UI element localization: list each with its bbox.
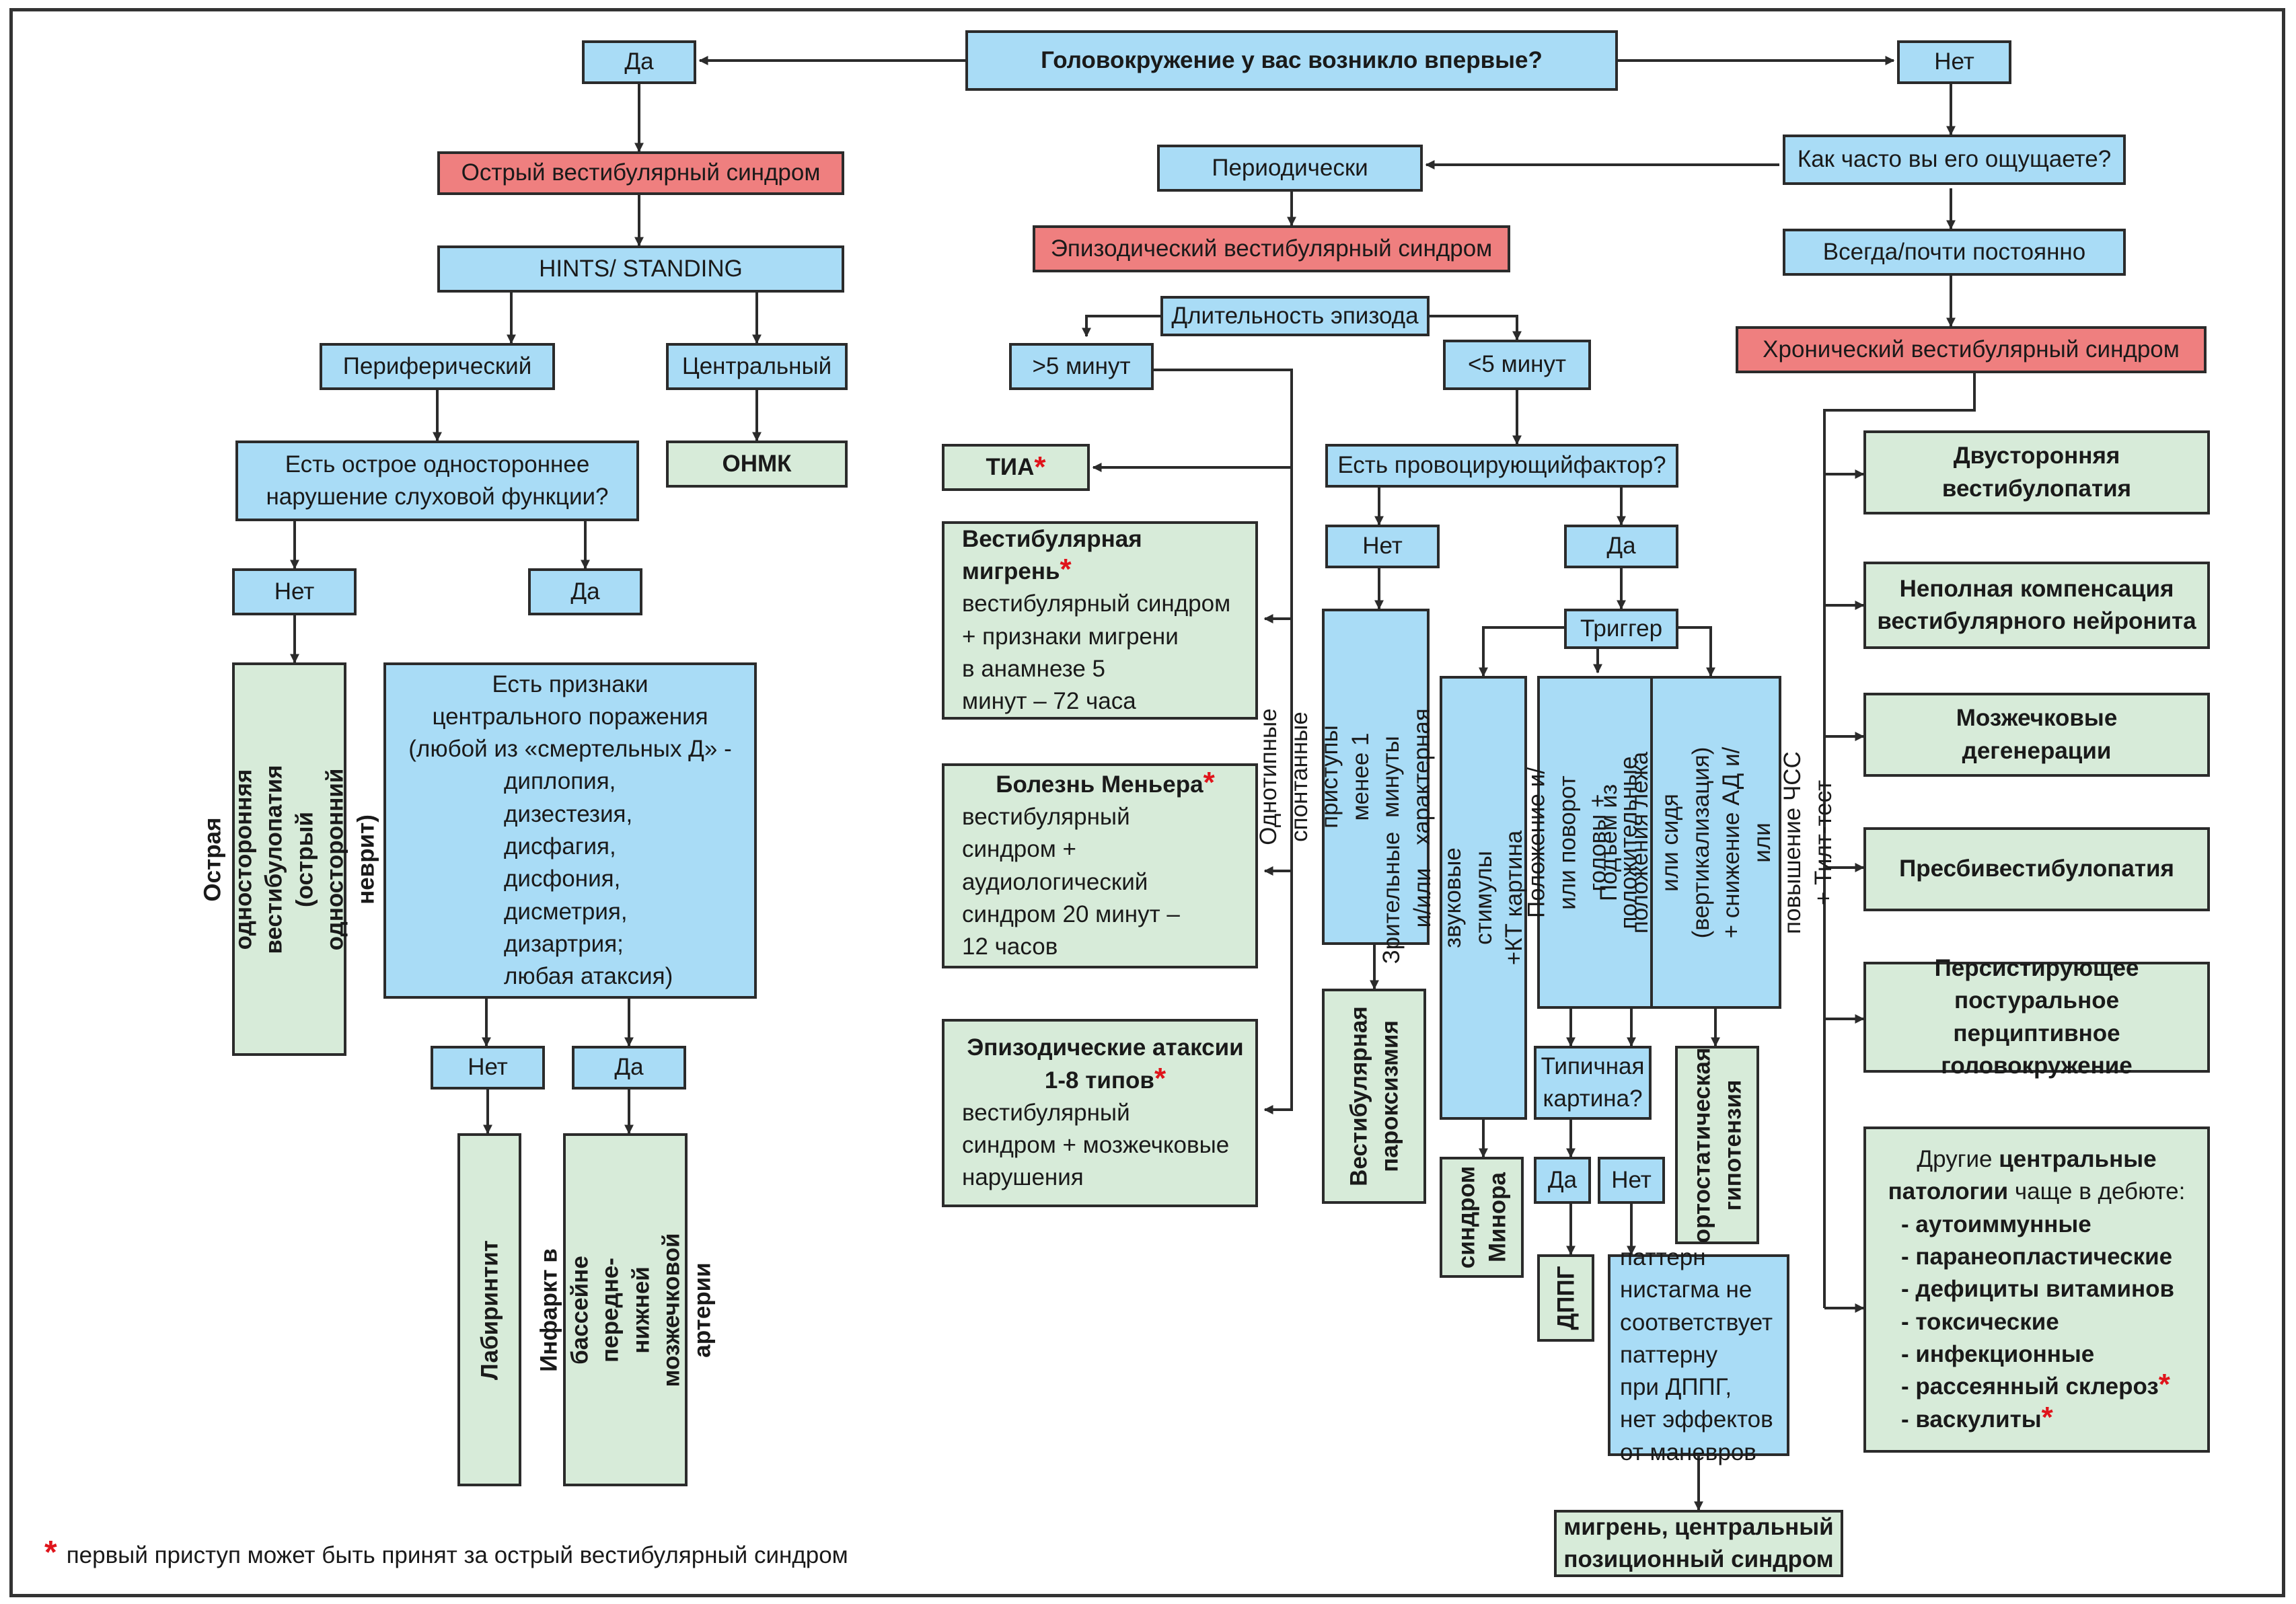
asterisk-icon: * — [44, 1535, 57, 1570]
migraine-central-positional-box: мигрень, центральный позиционный синдром — [1554, 1510, 1843, 1577]
position-change-box: Положение и/или поворот головы + положит… — [1523, 676, 1672, 1009]
hearing-question: Есть острое одностороннее нарушение слух… — [235, 441, 639, 521]
central-signs-list: диплопия, дизестезия, дисфагия, дисфония… — [504, 768, 673, 990]
yes-hearing: Да — [528, 568, 642, 615]
meniere-text: вестибулярный синдром + аудиологический … — [962, 803, 1180, 960]
episodic-syndrome-box: Эпизодический вестибулярный синдром — [1033, 225, 1510, 272]
list-item: - токсические — [1901, 1308, 2059, 1335]
central-signs-intro: Есть признаки центрального поражения (лю… — [408, 671, 732, 763]
first-time-question: Головокружение у вас возникло впервые? — [965, 30, 1618, 91]
trigger-box: Триггер — [1564, 609, 1678, 649]
meniere-title: Болезнь Меньера — [996, 771, 1203, 798]
always-box: Всегда/почти постоянно — [1783, 229, 2126, 276]
other-central-list: - аутоиммунные - паранеопластические - д… — [1874, 1209, 2226, 1436]
list-item: - аутоиммунные — [1901, 1211, 2091, 1237]
vestibular-migraine-box: Вестибулярная мигрень* вестибулярный син… — [942, 521, 1258, 720]
bppv-box: ДППГ — [1537, 1254, 1594, 1342]
labyrinthitis-box: Лабиринтит — [457, 1133, 521, 1486]
footnote: * первый приступ может быть принят за ост… — [44, 1537, 848, 1569]
asterisk-icon: * — [1060, 552, 1072, 586]
no-hearing: Нет — [232, 568, 357, 615]
rising-position-box: Подъем из положения лежа или сидя (верти… — [1596, 676, 1836, 1009]
no-provoking: Нет — [1325, 525, 1440, 568]
central-signs-box: Есть признаки центрального поражения (лю… — [383, 662, 757, 999]
migraine-text: вестибулярный синдром + признаки мигрени… — [962, 590, 1231, 715]
other-central-pathologies-box: Другие центральные патологии чаще в дебю… — [1863, 1126, 2210, 1453]
list-item: - паранеопластические — [1901, 1244, 2173, 1270]
no-typical: Нет — [1598, 1157, 1665, 1204]
provoking-factor-question: Есть провоцирующийфактор? — [1325, 444, 1678, 488]
diagram-frame — [9, 8, 2285, 1597]
yes-provoking: Да — [1564, 525, 1678, 568]
tia-box: ТИА* — [942, 444, 1090, 491]
ppp-dizziness-box: Персистирующее постуральное перциптивное… — [1863, 955, 2210, 1079]
list-item: - рассеянный склероз* — [1901, 1368, 2170, 1402]
acute-unilateral-box: Острая односторонняя вестибулопатия (ост… — [200, 662, 379, 1056]
peripheral-box: Периферический — [320, 343, 555, 390]
infarct-box: Инфаркт в бассейне передне-нижней мозжеч… — [535, 1133, 715, 1486]
list-item: - инфекционные — [1901, 1340, 2095, 1367]
minor-syndrome-box: синдром Минора — [1440, 1157, 1524, 1278]
list-item: - дефициты витаминов — [1901, 1276, 2175, 1303]
less-5-min-box: <5 минут — [1443, 340, 1591, 390]
how-often-question: Как часто вы его ощущаете? — [1783, 135, 2126, 185]
incomplete-compensation-box: Неполная компенсация вестибулярного нейр… — [1863, 562, 2210, 649]
typical-picture-question: Типичная картина? — [1534, 1046, 1652, 1120]
meniere-box: Болезнь Меньера* вестибулярный синдром +… — [942, 763, 1258, 968]
presbivestibulopathy-box: Пресбивестибулопатия — [1863, 827, 2210, 911]
central-box: Центральный — [666, 343, 848, 390]
yes-first-time: Да — [582, 40, 696, 84]
orthostatic-hypotension-box: ортостатическая гипотензия — [1675, 1046, 1759, 1244]
vestibular-paroxysmia-box: Вестибулярная пароксизмия — [1322, 989, 1426, 1204]
asterisk-icon: * — [2158, 1368, 2170, 1402]
ataxia-title: Эпизодические атаксии 1-8 типов — [967, 1034, 1244, 1094]
ataxia-text: вестибулярный синдром + мозжечковые нару… — [962, 1099, 1230, 1191]
periodic-box: Периодически — [1157, 145, 1423, 192]
asterisk-icon: * — [1203, 765, 1215, 799]
cerebellar-degeneration-box: Мозжечковые дегенерации — [1863, 693, 2210, 777]
asterisk-icon: * — [1034, 451, 1046, 484]
list-item: - васкулиты* — [1901, 1400, 2053, 1434]
nystagmus-pattern-box: паттерн нистагма не соответствует паттер… — [1608, 1244, 1789, 1465]
footnote-text: первый приступ может быть принят за остр… — [66, 1542, 848, 1568]
yes-central: Да — [572, 1046, 686, 1090]
monotypic-attacks-box: Однотипные спонтанные приступы менее 1 м… — [1255, 609, 1496, 945]
bilateral-vestibulopathy-box: Двусторонняя вестибулопатия — [1863, 430, 2210, 514]
onmk-box: ОНМК — [666, 441, 848, 488]
asterisk-icon: * — [1154, 1061, 1166, 1095]
more-5-min-box: >5 минут — [1009, 343, 1154, 390]
hints-standing-box: HINTS/ STANDING — [437, 245, 844, 293]
no-central: Нет — [431, 1046, 545, 1090]
chronic-syndrome-box: Хронический вестибулярный синдром — [1736, 326, 2207, 373]
migraine-title: Вестибулярная мигрень — [962, 525, 1142, 584]
asterisk-icon: * — [2041, 1400, 2053, 1434]
episodic-ataxia-box: Эпизодические атаксии 1-8 типов* вестибу… — [942, 1019, 1258, 1207]
yes-typical: Да — [1534, 1157, 1591, 1204]
visual-stimuli-box: Зрительные и/или звуковые стимулы +КТ ка… — [1378, 676, 1588, 1120]
episode-duration-box: Длительность эпизода — [1160, 296, 1430, 336]
other-central-header: Другие центральные патологии чаще в дебю… — [1888, 1146, 2186, 1205]
acute-syndrome-box: Острый вестибулярный синдром — [437, 151, 844, 195]
no-first-time: Нет — [1897, 40, 2011, 84]
